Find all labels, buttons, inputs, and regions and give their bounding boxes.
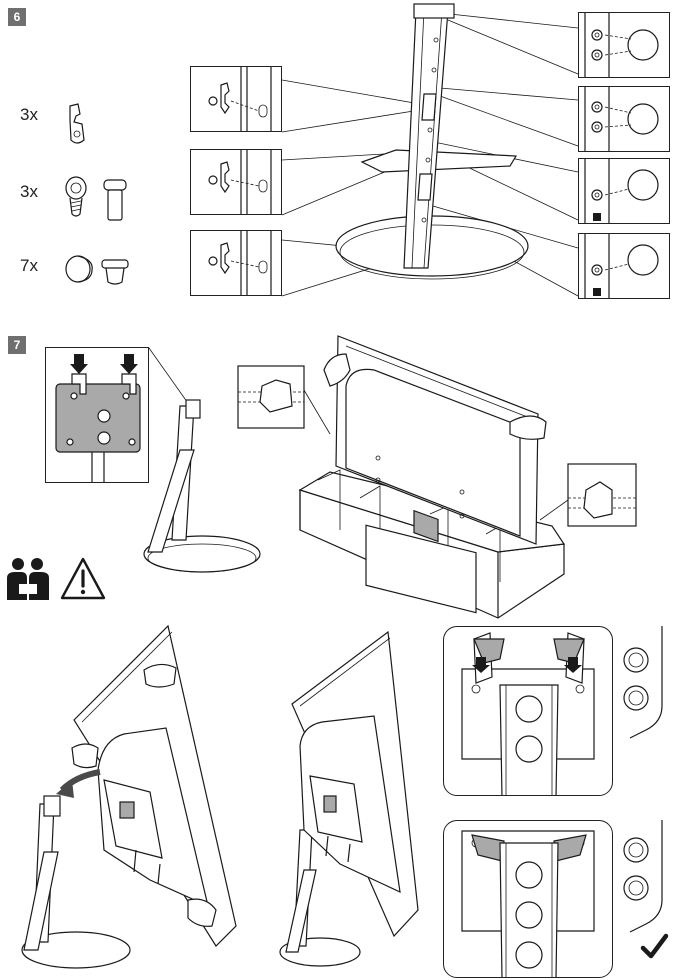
warning-triangle-icon xyxy=(60,557,106,600)
part-quantity-brackets: 3x xyxy=(20,105,38,124)
detail-frame-middle xyxy=(190,149,282,215)
cover-cap-icon xyxy=(65,255,129,285)
part-quantity-caps: 7x xyxy=(20,256,38,275)
cap-detail-frame-4 xyxy=(578,233,670,299)
screw-and-spacer-icon xyxy=(65,176,127,221)
hook-detail-after xyxy=(443,820,613,978)
part-quantity-screws: 3x xyxy=(20,182,38,201)
cap-detail-frame-1 xyxy=(578,12,670,78)
hook-detail-before-side xyxy=(623,626,663,739)
hook-detail-before xyxy=(443,626,613,796)
step-6-badge: 6 xyxy=(8,8,26,26)
step-7-badge: 7 xyxy=(8,336,26,354)
cap-detail-frame-3 xyxy=(578,158,670,224)
bracket-hook-icon xyxy=(69,103,85,144)
hook-detail-after-side xyxy=(623,820,663,933)
mount-plate-detail-frame xyxy=(45,347,149,483)
tv-hook-on-diagram xyxy=(21,624,237,969)
step-7-diagram xyxy=(143,335,637,619)
cap-detail-frame-2 xyxy=(578,86,670,152)
detail-frame-lower xyxy=(190,230,282,296)
checkmark-icon xyxy=(640,933,669,959)
two-person-lift-icon xyxy=(7,558,49,600)
stand-assembly-diagram xyxy=(281,3,579,297)
tv-mounted-diagram xyxy=(279,630,419,967)
detail-frame-upper xyxy=(190,66,282,132)
